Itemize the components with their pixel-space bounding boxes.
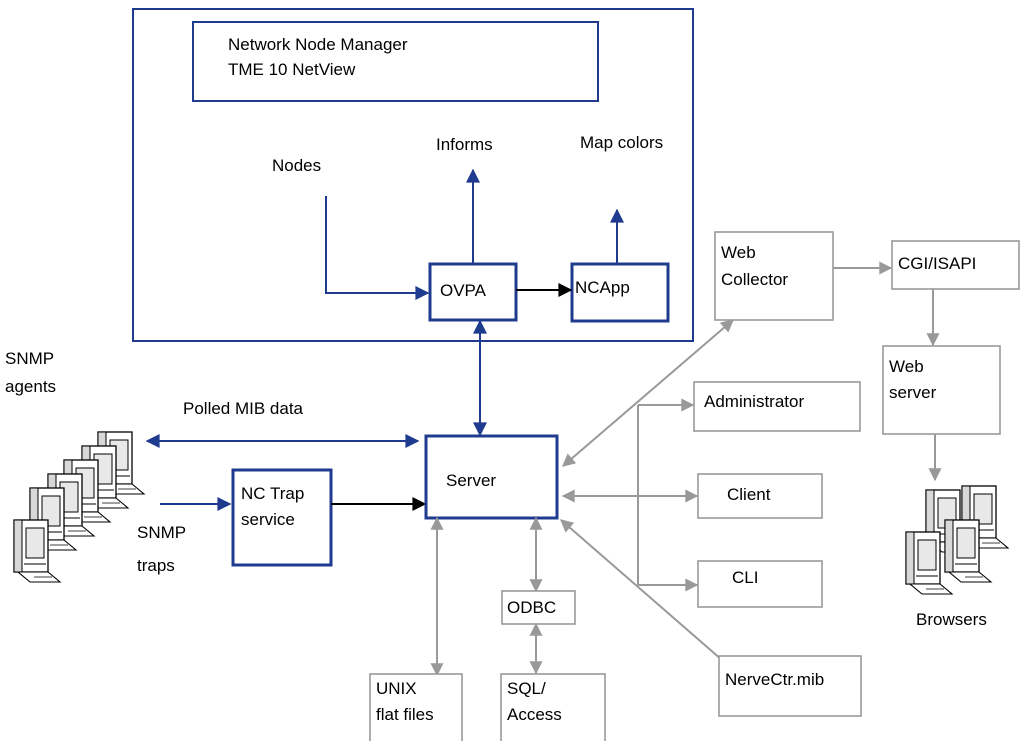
administrator-label: Administrator [704, 392, 804, 411]
unix-flat-files-box [369, 673, 463, 741]
cgi-isapi-box [891, 240, 1020, 290]
administrator-box [693, 381, 861, 432]
nnm-title-box [192, 21, 599, 102]
nervectr-to-server-arrow [560, 519, 723, 661]
nervectr-mib-box [718, 655, 862, 717]
nervectr-label: NerveCtr.mib [725, 670, 824, 689]
cli-label: CLI [732, 568, 758, 587]
client-label: Client [727, 485, 771, 504]
ovpa-box [428, 262, 518, 322]
ovpa-label: OVPA [440, 281, 487, 300]
web-server-label-2: server [889, 383, 937, 402]
web-server-label-1: Web [889, 357, 924, 376]
odbc-label: ODBC [507, 598, 556, 617]
snmp-traps-label-2: traps [137, 556, 175, 575]
nc-trap-label-2: service [241, 510, 295, 529]
ncapp-box [570, 262, 670, 323]
nodes-label: Nodes [272, 156, 321, 175]
nodes-to-ovpa-arrow [325, 196, 430, 300]
browsers-computers [905, 485, 1009, 595]
cgi-isapi-label: CGI/ISAPI [898, 254, 976, 273]
informs-label: Informs [436, 135, 493, 154]
web-collector-label-2: Collector [721, 270, 788, 289]
nnm-title-line1: Network Node Manager [228, 35, 408, 54]
web-collector-box [714, 231, 834, 321]
web-collector-label-1: Web [721, 243, 756, 262]
ncapp-label: NCApp [575, 278, 630, 297]
snmp-agents-computers [13, 431, 145, 583]
snmp-agents-label-1: SNMP [5, 349, 54, 368]
unix-label-2: flat files [376, 705, 434, 724]
server-web-collector-arrow [562, 319, 734, 467]
unix-label-1: UNIX [376, 679, 417, 698]
snmp-agents-label-2: agents [5, 377, 56, 396]
web-server-box [882, 345, 1001, 435]
server-box [424, 434, 559, 520]
sql-label-1: SQL/ [507, 679, 546, 698]
polled-mib-label: Polled MIB data [183, 399, 304, 418]
browsers-label: Browsers [916, 610, 987, 629]
cli-box [697, 560, 823, 608]
nc-trap-service-box [231, 468, 333, 567]
snmp-traps-label-1: SNMP [137, 523, 186, 542]
odbc-box [501, 590, 576, 625]
nnm-frame [132, 8, 694, 342]
nc-trap-label-1: NC Trap [241, 484, 304, 503]
sql-access-box [500, 673, 606, 741]
map-colors-label: Map colors [580, 133, 663, 152]
client-box [697, 473, 823, 519]
server-label: Server [446, 471, 496, 490]
nnm-title-line2: TME 10 NetView [228, 60, 356, 79]
sql-label-2: Access [507, 705, 562, 724]
